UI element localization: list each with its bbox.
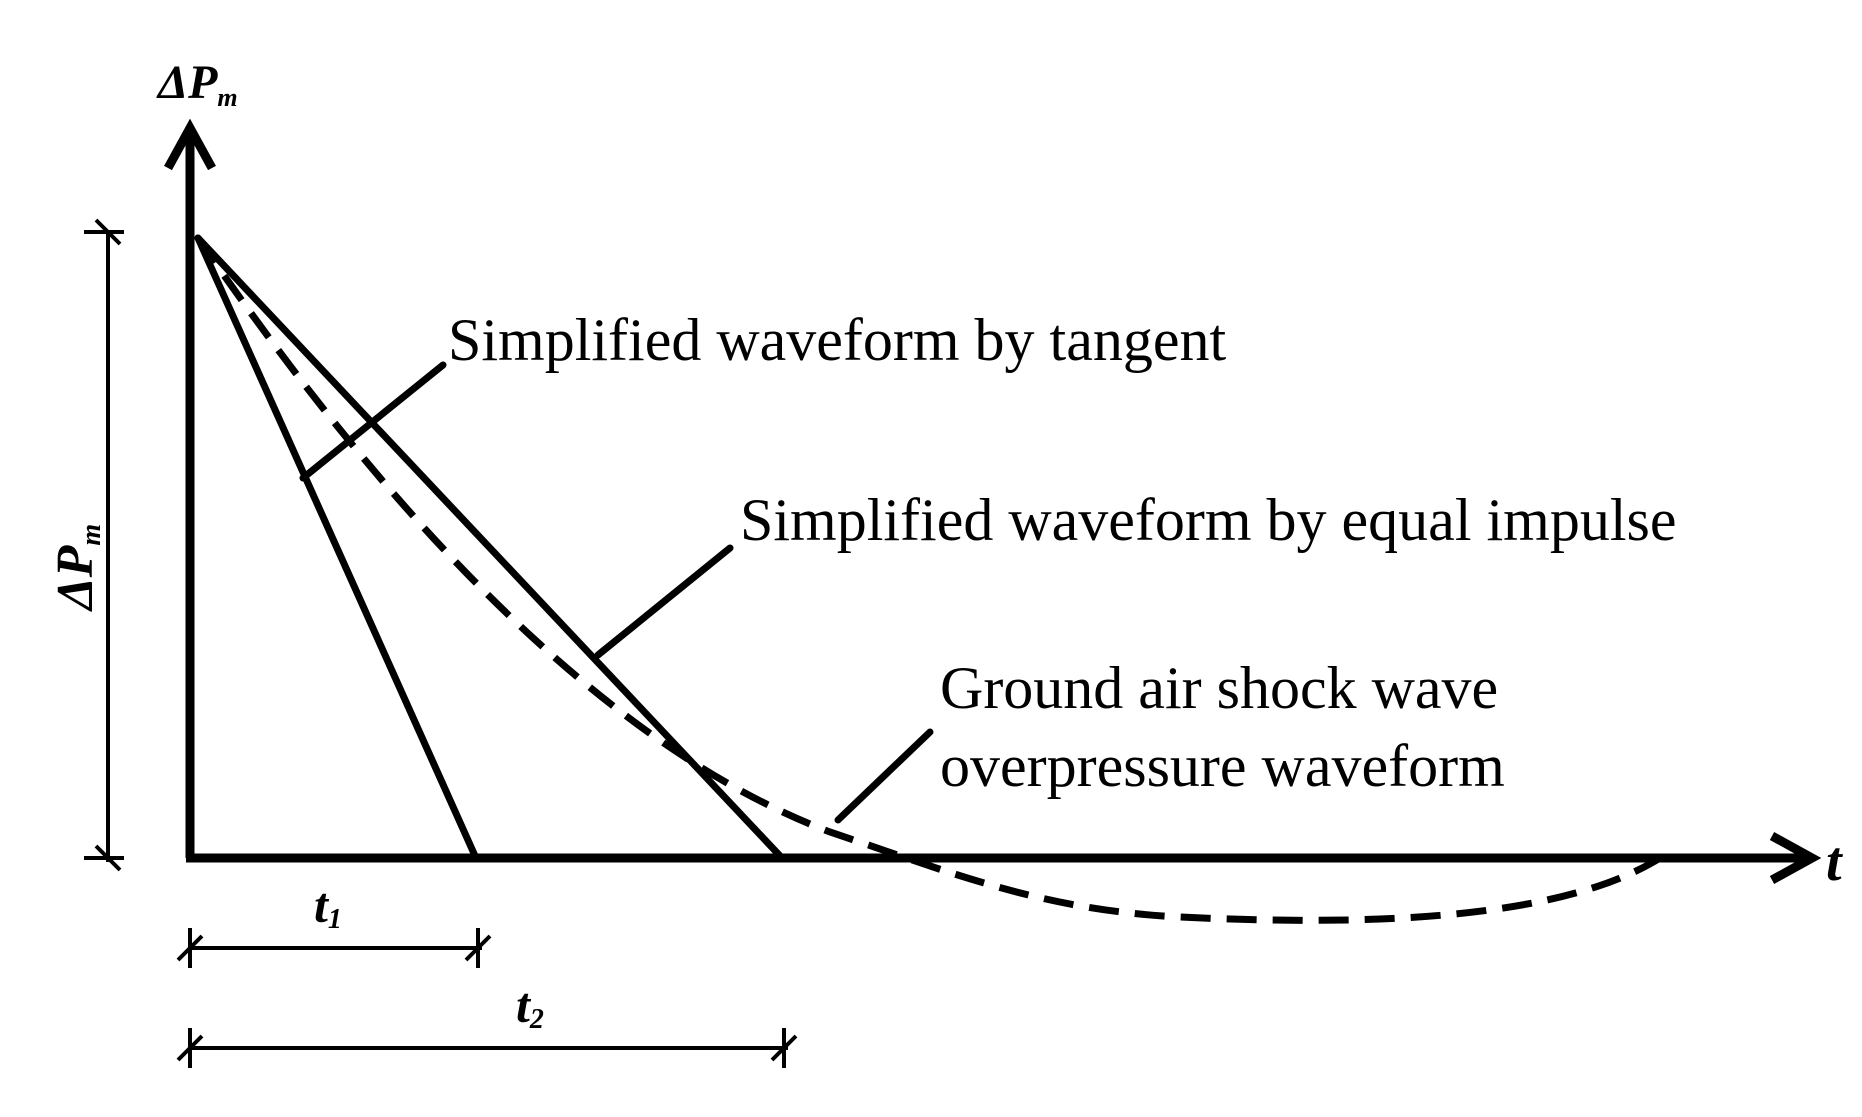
ground-waveform-callout-label-line2: overpressure waveform <box>940 733 1505 799</box>
equal-impulse-callout-leader <box>594 544 734 659</box>
amplitude-label-sub: m <box>76 524 107 546</box>
t2-tick-left-slash <box>176 1034 204 1062</box>
ground-waveform-callout-leader <box>834 728 934 824</box>
y-axis-label: ΔPm <box>156 56 238 112</box>
tangent-callout-label: Simplified waveform by tangent <box>448 307 1226 373</box>
t2-label-main: t <box>516 977 532 1033</box>
tangent-waveform-line <box>194 234 480 862</box>
ground-overpressure-waveform-curve <box>195 236 1662 924</box>
tangent-callout-leader <box>299 361 447 482</box>
amplitude-label: ΔPm <box>47 524 107 612</box>
amplitude-tick-top-slash <box>94 218 122 246</box>
t1-tick-left-slash <box>176 934 204 962</box>
equal-impulse-callout-label: Simplified waveform by equal impulse <box>740 487 1676 553</box>
t1-tick-right-slash <box>464 934 492 962</box>
amplitude-tick-bottom-slash <box>94 844 122 872</box>
t2-label-sub: 2 <box>529 1004 544 1035</box>
x-axis-label: t <box>1826 831 1843 893</box>
t1-label: t1 <box>314 877 342 935</box>
t1-label-sub: 1 <box>328 904 342 935</box>
t2-tick-right-slash <box>770 1034 798 1062</box>
y-axis-arrowhead <box>164 118 216 171</box>
y-axis-label-sub: m <box>217 83 237 112</box>
ground-waveform-callout-label-line1: Ground air shock wave <box>940 655 1498 721</box>
amplitude-label-main: ΔP <box>47 544 104 612</box>
x-axis-arrowhead <box>1769 832 1822 884</box>
t1-label-main: t <box>314 877 330 933</box>
t2-label: t2 <box>516 977 544 1035</box>
y-axis-label-main: ΔP <box>156 56 218 109</box>
